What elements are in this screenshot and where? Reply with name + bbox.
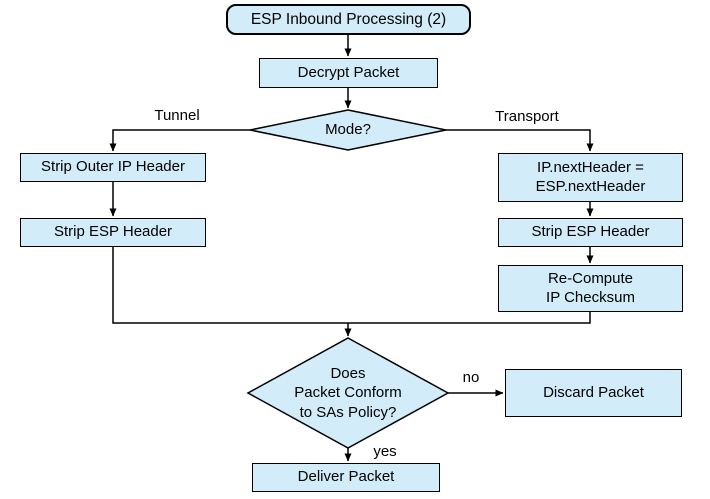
branch-label-no: no [462,369,480,386]
branch-label-tunnel: Tunnel [154,107,200,124]
mode-decision-diamond [249,109,447,151]
node-label: IP.nextHeader = ESP.nextHeader [535,158,646,195]
node-label: Decrypt Packet [297,63,400,81]
node-label: Re-Compute IP Checksum [546,269,635,306]
node-decrypt-packet: Decrypt Packet [259,58,438,88]
node-label: ESP Inbound Processing (2) [250,10,447,28]
node-label: Strip Outer IP Header [41,158,185,176]
node-label: Discard Packet [543,383,644,401]
node-discard-packet: Discard Packet [505,369,682,417]
branch-label-transport: Transport [495,108,559,125]
node-deliver-packet: Deliver Packet [252,463,440,492]
node-strip-esp-header-left: Strip ESP Header [20,218,206,247]
node-label: Strip ESP Header [53,223,173,241]
edge-right-merge [348,312,591,324]
node-strip-outer-ip-header: Strip Outer IP Header [20,153,206,182]
edge-tunnel [109,129,250,152]
branch-label-yes: yes [373,443,397,460]
node-esp-inbound-title: ESP Inbound Processing (2) [226,4,471,35]
node-recompute-ip-checksum: Re-Compute IP Checksum [498,265,683,312]
edge-transport [446,129,594,152]
node-strip-esp-header-right: Strip ESP Header [498,218,683,247]
node-ip-nextheader: IP.nextHeader = ESP.nextHeader [498,153,683,202]
node-label: Strip ESP Header [531,223,650,241]
edge-left-merge [112,247,348,324]
sa-policy-decision-diamond [246,337,450,449]
node-label: Deliver Packet [297,468,395,486]
